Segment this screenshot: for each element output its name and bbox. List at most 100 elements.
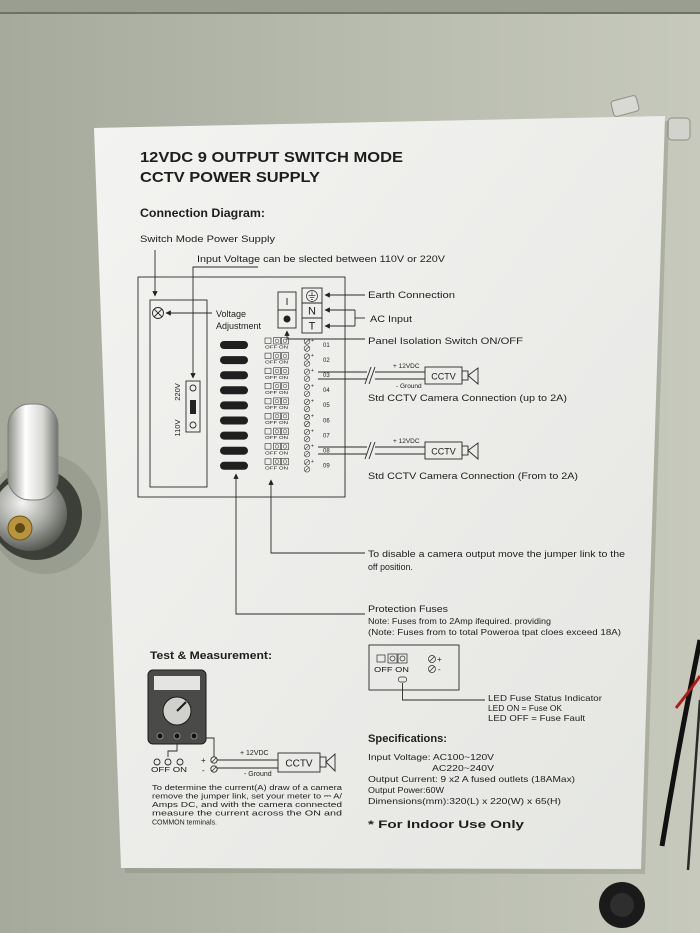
fuse-switch-label: OFF ON	[265, 405, 288, 410]
fuse-led-indicator	[220, 431, 248, 440]
spec-input-voltage: Input Voltage: AC100~120V	[368, 752, 495, 762]
jumper-off-position	[273, 427, 281, 435]
output-terminal-negative-slot	[304, 451, 310, 457]
output-row: OFF ON+07	[220, 427, 330, 443]
metal-screw	[667, 117, 691, 141]
output-terminal-negative	[303, 420, 311, 428]
fuse-detail-switch-label: OFF ON	[374, 667, 409, 674]
jumper-on-position	[281, 382, 289, 390]
protection-fuses-note-1: Note: Fuses from to 2Amp ifequired. prov…	[368, 616, 551, 626]
protection-fuses-heading: Protection Fuses	[368, 604, 448, 614]
multimeter-dial-pointer	[176, 701, 187, 712]
multimeter-icon	[147, 669, 207, 745]
test-paragraph-line: COMMON terminals.	[152, 820, 217, 827]
cam2-icon-lens	[467, 442, 479, 460]
output-terminal-positive	[303, 338, 311, 345]
test-plus-label: + 12VDC	[240, 750, 269, 757]
output-number: 08	[323, 449, 330, 455]
jumper-off-pin	[274, 338, 280, 343]
fuse-led-indicator	[220, 416, 248, 425]
fuse-detail-jumper-off	[387, 653, 398, 664]
jumper-on-position	[281, 352, 289, 360]
fuse-holder	[264, 458, 272, 465]
jumper-off-pin	[274, 399, 280, 404]
output-terminal-negative-slot	[304, 361, 310, 366]
fuse-switch-label: OFF ON	[265, 465, 288, 470]
input-voltage-note: Input Voltage can be slected between 110…	[197, 254, 446, 265]
pot-cross-b	[153, 308, 163, 318]
multimeter-jack-1	[156, 732, 164, 740]
jumper-on-position	[281, 337, 289, 345]
specifications-heading: Specifications:	[368, 733, 447, 745]
output-number: 07	[323, 433, 330, 439]
keyhole-icon	[15, 523, 25, 533]
output-terminal-plus-sign: +	[311, 383, 314, 389]
metal-tab	[610, 95, 640, 117]
output-terminal-negative-slot	[304, 467, 310, 472]
output-terminal-plus-sign: +	[311, 398, 314, 404]
jumper-off-position	[273, 367, 281, 375]
voltage-adjust-label-2: Adjustment	[216, 321, 262, 331]
output-terminal-negative	[303, 436, 311, 443]
earth-circle	[306, 290, 318, 302]
output-terminal-positive-slot	[304, 429, 310, 435]
meter-lead-positive	[206, 737, 215, 757]
jumper-off-pin	[274, 429, 280, 434]
cam1-break-mark-2	[368, 366, 376, 385]
test-terminal-negative	[210, 765, 218, 773]
fuse-switch-label: OFF ON	[265, 345, 288, 350]
selector-220v-label: 220V	[173, 383, 182, 401]
output-row: OFF ON+06	[220, 412, 330, 428]
output-terminal-negative	[303, 390, 311, 397]
indoor-use-notice: * For Indoor Use Only	[368, 819, 525, 831]
output-terminal-positive-slot	[304, 399, 310, 405]
fuse-holder	[264, 428, 272, 435]
spec-dimensions: Dimensions(mm):320(L) x 220(W) x 65(H)	[368, 796, 561, 806]
jumper-on-pin	[282, 459, 288, 464]
cam1-plus-label: + 12VDC	[393, 363, 420, 370]
output-row: OFF ON+01	[220, 337, 330, 352]
jumper-off-position	[273, 397, 281, 405]
output-terminal-positive	[303, 353, 311, 360]
output-number: 06	[323, 418, 330, 424]
fuse-holder	[264, 443, 272, 450]
output-row: OFF ON+02	[220, 352, 330, 367]
output-terminal-positive	[303, 459, 311, 466]
fuse-led-indicator	[220, 356, 248, 365]
output-terminal-positive-slot	[304, 460, 310, 465]
output-number: 03	[323, 373, 330, 379]
grommet-inner	[610, 893, 634, 917]
test-device-label: CCTV	[285, 759, 313, 770]
jumper-on-pin	[282, 338, 288, 343]
protection-fuses-arrow	[233, 473, 365, 615]
output-terminal-positive	[303, 444, 311, 451]
psu-module-outline	[149, 299, 208, 488]
output-terminal-negative	[303, 345, 311, 352]
jumper-on-pin	[282, 414, 288, 419]
jumper-on-position	[281, 427, 289, 435]
output-number: 09	[323, 464, 330, 470]
fuse-holder	[264, 398, 272, 405]
jumper-off-pin	[274, 368, 280, 374]
test-switch-on-contact	[176, 758, 184, 766]
jumper-off-pin	[274, 459, 280, 464]
fuse-switch-label: OFF ON	[265, 360, 288, 365]
fuse-detail-frame	[368, 644, 460, 691]
cam1-break-mark-1	[364, 366, 372, 385]
output-terminal-negative	[303, 405, 311, 413]
output-row: OFF ON+09	[220, 457, 330, 473]
fuse-led-indicator	[220, 461, 248, 470]
output-terminal-negative-slot	[304, 346, 310, 351]
psu-outline	[137, 276, 346, 498]
pot-circle	[152, 307, 164, 319]
fuse-led-indicator	[220, 371, 248, 380]
led-indicator-line-1: LED Fuse Status Indicator	[488, 693, 602, 703]
output-number: 01	[323, 343, 330, 349]
jumper-note-line-1: To disable a camera output move the jump…	[368, 549, 625, 559]
fuse-detail-minus-sign: -	[438, 665, 441, 674]
output-terminal-plus-sign: +	[311, 444, 314, 450]
jumper-on-position	[281, 442, 289, 451]
test-terminal-negative-slot	[211, 766, 217, 772]
cam2-break-mark-2	[368, 441, 376, 460]
fuse-detail-terminal-positive	[428, 655, 436, 663]
